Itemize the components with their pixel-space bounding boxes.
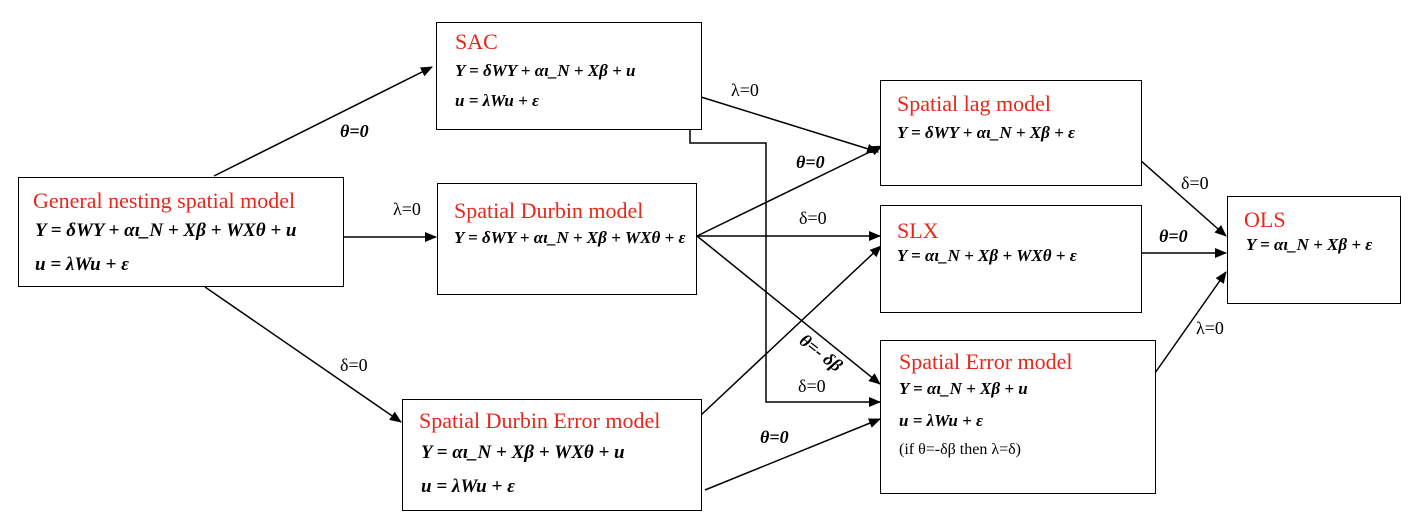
node-note: (if θ=-δβ then λ=δ) — [899, 441, 1021, 458]
edge-sac-sem — [689, 128, 881, 407]
node-equation: Y = δWY + αι_N + Xβ + WXθ + ε — [454, 228, 686, 247]
node-general-nesting: General nesting spatial model Y = δWY + … — [18, 177, 344, 287]
node-title: Spatial Error model — [899, 349, 1073, 374]
edge-label-gns-sdm: λ=0 — [393, 199, 421, 219]
edge-sdem-sem — [704, 418, 881, 491]
edge-sac-lag — [700, 96, 879, 154]
edge-label-gns-sdem: δ=0 — [340, 355, 368, 375]
node-equation: Y = δWY + αι_N + Xβ + ε — [897, 123, 1076, 142]
node-sac: SAC Y = δWY + αι_N + Xβ + u u = λWu + ε — [436, 22, 702, 130]
node-equation: Y = δWY + αι_N + Xβ + u — [455, 61, 636, 80]
edge-label-gns-sac: θ=0 — [340, 121, 369, 141]
edge-label-sem-ols: λ=0 — [1196, 318, 1224, 338]
node-equation: Y = αι_N + Xβ + WXθ + ε — [897, 246, 1077, 265]
node-title: General nesting spatial model — [33, 188, 296, 213]
node-equation: Y = αι_N + Xβ + WXθ + u — [421, 442, 625, 463]
node-equation: u = λWu + ε — [35, 254, 129, 275]
edge-label-sdem-sem: θ=0 — [760, 427, 789, 447]
node-spatial-durbin: Spatial Durbin model Y = δWY + αι_N + Xβ… — [437, 183, 697, 295]
edge-sem-ols — [1154, 271, 1227, 374]
node-equation: Y = αι_N + Xβ + ε — [1246, 235, 1373, 254]
edge-sdm-lag — [696, 145, 883, 237]
node-title: Spatial Durbin model — [454, 198, 644, 223]
node-title: OLS — [1244, 207, 1286, 232]
node-title: SLX — [897, 218, 939, 243]
edge-label-slx-ols: θ=0 — [1159, 226, 1188, 246]
node-slx: SLX Y = αι_N + Xβ + WXθ + ε — [880, 205, 1142, 313]
node-title: Spatial lag model — [897, 91, 1051, 116]
node-equation: u = λWu + ε — [421, 476, 515, 497]
edge-sdem-slx — [699, 245, 882, 417]
node-spatial-error: Spatial Error model Y = αι_N + Xβ + u u … — [880, 340, 1156, 494]
edge-lag-ols — [1139, 159, 1227, 237]
node-title: SAC — [455, 29, 498, 54]
node-equation: u = λWu + ε — [455, 91, 539, 110]
node-equation: Y = αι_N + Xβ + u — [899, 379, 1028, 398]
edge-gns-sdem — [204, 286, 402, 423]
edge-label-lag-ols: δ=0 — [1181, 173, 1209, 193]
edge-label-sdm-lag: θ=0 — [796, 152, 825, 172]
edge-label-sac-sem: δ=0 — [798, 376, 826, 396]
edge-sdm-sem — [696, 235, 881, 385]
node-ols: OLS Y = αι_N + Xβ + ε — [1227, 196, 1401, 304]
node-title: Spatial Durbin Error model — [419, 408, 661, 433]
edge-label-sdm-slx: δ=0 — [799, 208, 827, 228]
edge-gns-sac — [213, 66, 433, 177]
edge-label-sac-lag: λ=0 — [731, 80, 759, 100]
node-spatial-lag: Spatial lag model Y = δWY + αι_N + Xβ + … — [880, 80, 1142, 186]
node-equation: Y = δWY + αι_N + Xβ + WXθ + u — [35, 220, 297, 241]
node-spatial-durbin-error: Spatial Durbin Error model Y = αι_N + Xβ… — [402, 399, 702, 511]
node-equation: u = λWu + ε — [899, 411, 983, 430]
